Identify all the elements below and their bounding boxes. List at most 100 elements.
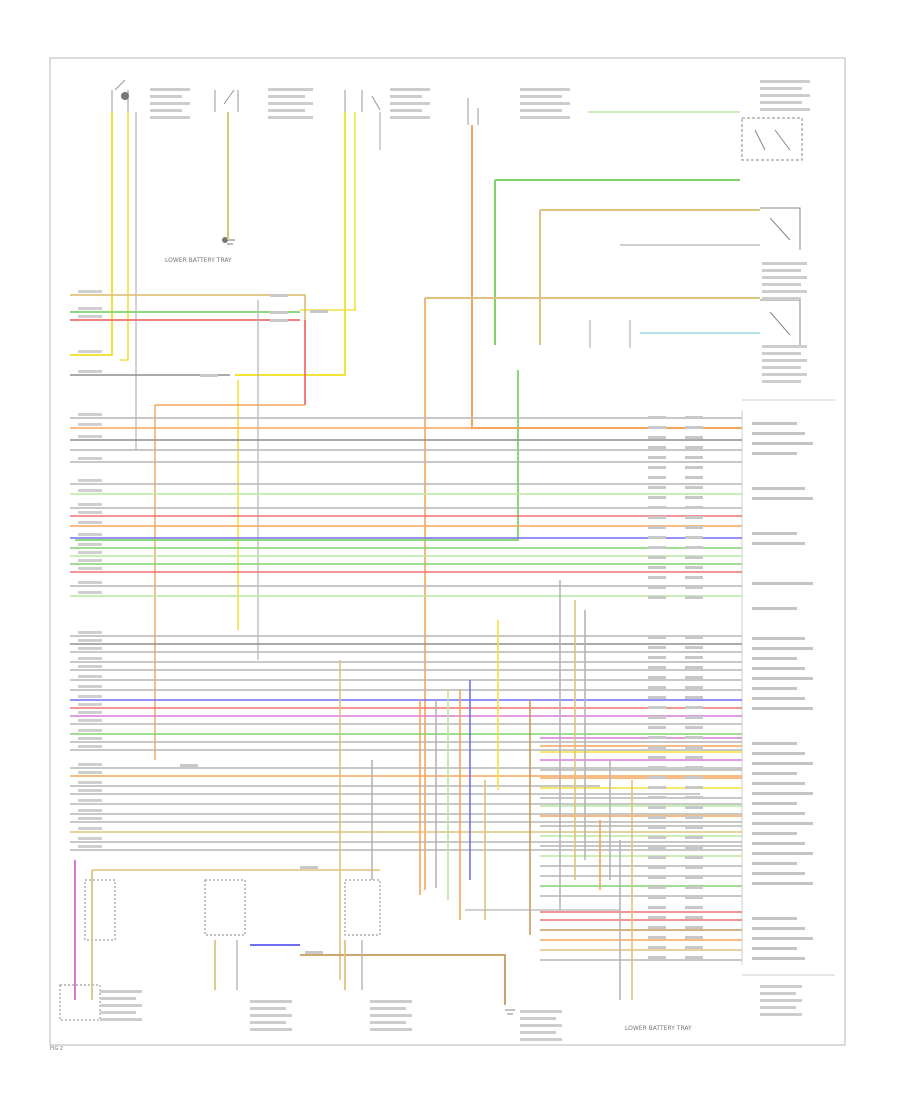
- wire-code-mark-7: [300, 866, 318, 869]
- wire-code-mark-5: [310, 310, 328, 313]
- component-label-5-line-2: [760, 87, 802, 90]
- ecu-pin-code-mark: [685, 666, 703, 669]
- ecu-pin-description-4: [752, 452, 797, 455]
- bottom-label-4-line-3: [520, 1024, 562, 1027]
- ecu-pin-number-mark: [648, 716, 666, 719]
- component-label-2-line-2: [268, 95, 305, 98]
- ecu-pin-code-mark: [685, 826, 703, 829]
- component-label-1-line-5: [150, 116, 190, 119]
- left-wire-code-24: [78, 647, 102, 650]
- left-wire-code-11: [78, 489, 102, 492]
- ecu-pin-description-26: [752, 812, 805, 815]
- bottom-label-1-line-2: [100, 997, 136, 1000]
- bottom-label-3-line-4: [370, 1021, 406, 1024]
- left-wire-code-14: [78, 521, 102, 524]
- left-wire-code-9: [78, 457, 102, 460]
- ecu-pin-number-mark: [648, 456, 666, 459]
- ecu-pin-code-mark: [685, 446, 703, 449]
- component-label-3-line-2: [390, 95, 422, 98]
- ecu-pin-code-mark: [685, 456, 703, 459]
- wire-code-mark-6: [180, 764, 198, 767]
- ecu-pin-description-17: [752, 697, 805, 700]
- relay-label-2-line-1: [762, 345, 807, 348]
- wire-module-ground: [300, 954, 506, 1005]
- ecu-pin-description-34: [752, 917, 797, 920]
- ecu-pin-description-1: [752, 422, 797, 425]
- module-iat-box: [344, 879, 381, 936]
- bottom-label-4-line-5: [520, 1038, 562, 1041]
- ecu-pin-description-18: [752, 707, 813, 710]
- component-label-1-line-1: [150, 88, 190, 91]
- ecu-pin-number-mark: [648, 856, 666, 859]
- left-wire-code-19: [78, 567, 102, 570]
- ecu-pin-code-mark: [685, 646, 703, 649]
- wire-code-mark-2: [270, 311, 288, 314]
- ecu-pin-code-mark: [685, 886, 703, 889]
- wire-layer: [70, 111, 760, 1005]
- component-label-4-line-1: [520, 88, 570, 91]
- ecu-pin-number-mark: [648, 956, 666, 959]
- ground-bottom-label: LOWER BATTERY TRAY: [625, 1025, 692, 1032]
- top-sensor-3-symbol: [344, 90, 381, 112]
- ecu-pin-description-21: [752, 762, 813, 765]
- left-wire-code-1: [78, 290, 102, 293]
- ecu-pin-number-mark: [648, 926, 666, 929]
- component-label-2-line-5: [268, 116, 313, 119]
- ecu-pin-code-mark: [685, 836, 703, 839]
- ecu-pin-code-mark: [685, 816, 703, 819]
- relay-label-1-line-4: [762, 283, 801, 286]
- ecu-pin-number-mark: [648, 946, 666, 949]
- component-label-4-line-3: [520, 102, 570, 105]
- ecu-pin-code-mark: [685, 946, 703, 949]
- ecu-pin-number-mark: [648, 546, 666, 549]
- relay-label-2-line-6: [762, 380, 801, 383]
- ecu-pin-description-16: [752, 687, 797, 690]
- ecu-pin-code-mark: [685, 436, 703, 439]
- ecu-pin-number-mark: [648, 506, 666, 509]
- ecu-pin-number-mark: [648, 496, 666, 499]
- ecu-pin-code-mark: [685, 856, 703, 859]
- left-wire-code-32: [78, 719, 102, 722]
- ecu-pin-number-mark: [648, 786, 666, 789]
- sensor-group-top: [111, 79, 479, 125]
- ecu-pin-number-mark: [648, 516, 666, 519]
- left-wire-code-18: [78, 559, 102, 562]
- bottom-label-3-line-5: [370, 1028, 412, 1031]
- component-label-5-line-3: [760, 94, 810, 97]
- left-wire-code-21: [78, 591, 102, 594]
- left-wire-code-17: [78, 551, 102, 554]
- component-label-4-line-2: [520, 95, 562, 98]
- component-label-2-line-3: [268, 102, 313, 105]
- left-wire-code-44: [78, 837, 102, 840]
- ecu-pin-description-13: [752, 657, 797, 660]
- ecu-pin-code-mark: [685, 506, 703, 509]
- ground-left-dot: [222, 237, 228, 243]
- ecu-pin-number-mark: [648, 846, 666, 849]
- ecu-pin-number-mark: [648, 566, 666, 569]
- bottom-label-3-line-3: [370, 1014, 412, 1017]
- ecu-pin-code-mark: [685, 876, 703, 879]
- component-label-2-line-1: [268, 88, 313, 91]
- top-sensor-1-dot: [121, 92, 129, 100]
- wire-sensor3-signal: [235, 112, 346, 376]
- bottom-label-4-line-1: [520, 1010, 562, 1013]
- ecu-pin-code-mark: [685, 496, 703, 499]
- left-wire-code-23: [78, 639, 102, 642]
- ecu-pin-code-mark: [685, 776, 703, 779]
- wire-left-h1: [70, 294, 306, 330]
- ecu-pin-code-mark: [685, 716, 703, 719]
- ecu-pin-number-mark: [648, 826, 666, 829]
- bottom-label-1-line-4: [100, 1011, 136, 1014]
- ecu-pin-number-mark: [648, 476, 666, 479]
- ecu-pin-description-29: [752, 842, 805, 845]
- bottom-label-2-line-4: [250, 1021, 286, 1024]
- ecu-pin-code-mark: [685, 586, 703, 589]
- ecu-pin-number-mark: [648, 816, 666, 819]
- top-sensor-4-symbol: [467, 98, 479, 125]
- ecu-pin-code-mark: [685, 526, 703, 529]
- relay-3-contacts: [760, 299, 801, 345]
- ecu-pin-number-mark: [648, 886, 666, 889]
- ecu-pin-code-mark: [685, 916, 703, 919]
- ecu-pin-code-mark: [685, 706, 703, 709]
